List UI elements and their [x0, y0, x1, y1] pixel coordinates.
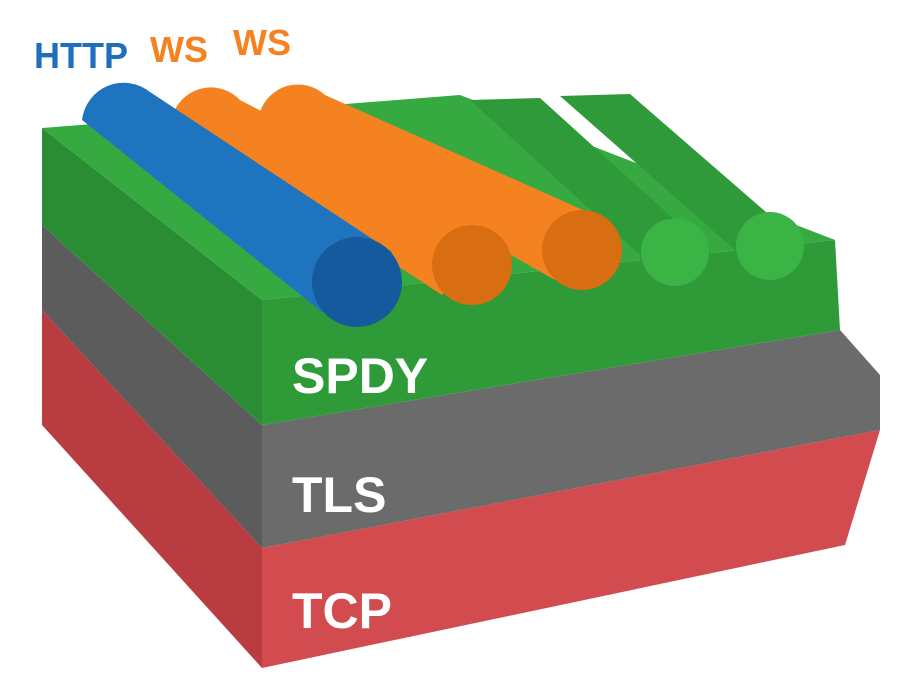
spdy-label: SPDY — [292, 348, 428, 404]
tcp-layer — [42, 310, 880, 668]
ws-label-2: WS — [233, 22, 291, 63]
ws-label-1: WS — [150, 29, 208, 70]
ws-cylinder-2 — [260, 84, 622, 290]
empty-groove-end — [641, 218, 709, 286]
empty-groove-end — [736, 212, 804, 280]
http-cylinder — [82, 82, 402, 327]
ws-cylinder-1 — [172, 87, 512, 305]
tcp-label: TCP — [292, 583, 392, 639]
tls-layer — [42, 225, 880, 548]
http-label: HTTP — [34, 35, 128, 76]
tls-label: TLS — [292, 467, 386, 523]
